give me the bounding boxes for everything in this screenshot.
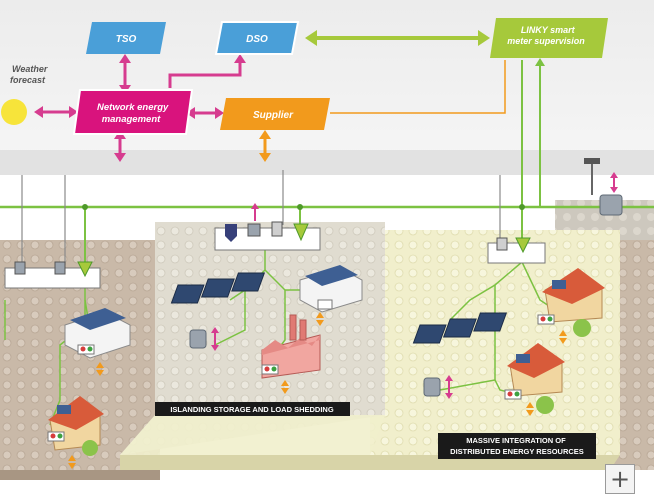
islanding-caption: ISLANDING STORAGE AND LOAD SHEDDING [155,402,350,416]
tso-box[interactable] [86,22,166,54]
commercial-building-left [64,308,131,359]
sun-icon [1,99,27,125]
commercial-building-islanding [299,265,363,313]
dso-box[interactable] [214,21,300,55]
supplier-box[interactable] [220,98,330,130]
linky-label: LINKY smart meter supervision [507,25,585,46]
enlarge-button[interactable]: + [605,464,635,494]
supplier-label: Supplier [253,110,294,121]
dso-label: DSO [246,34,268,45]
house-left [47,396,104,456]
meter-plate-islanding [214,203,321,251]
battery-islanding [189,327,219,351]
factory [261,314,321,379]
meter-plate-massive [487,237,546,264]
plus-icon: + [609,465,631,493]
network-energy-management-box[interactable] [72,89,194,135]
weather-label: Weather forecast [10,64,50,85]
linky-box[interactable] [490,18,608,58]
tso-label: TSO [116,34,137,45]
solar-panels-islanding [170,272,266,304]
solar-panels-massive [412,312,508,344]
network-label: Network energy management [97,102,171,125]
left-neighborhood-ground [0,240,160,470]
battery-massive [423,375,453,399]
svg-text:ISLANDING STORAGE AND LOAD SHE: ISLANDING STORAGE AND LOAD SHEDDING [170,405,334,414]
svg-text:MASSIVE INTEGRATION OF D: MASSIVE INTEGRATION OF DISTRIBUTED ENERG… [450,436,584,456]
meter-plate-left [4,261,101,289]
supply-arrows-ground [68,312,567,469]
massive-caption: MASSIVE INTEGRATION OF DISTRIBUTED ENERG… [438,433,596,459]
house-massive-bottom [504,343,565,414]
information-layer-edge [0,150,654,175]
house-massive-top [537,268,605,337]
